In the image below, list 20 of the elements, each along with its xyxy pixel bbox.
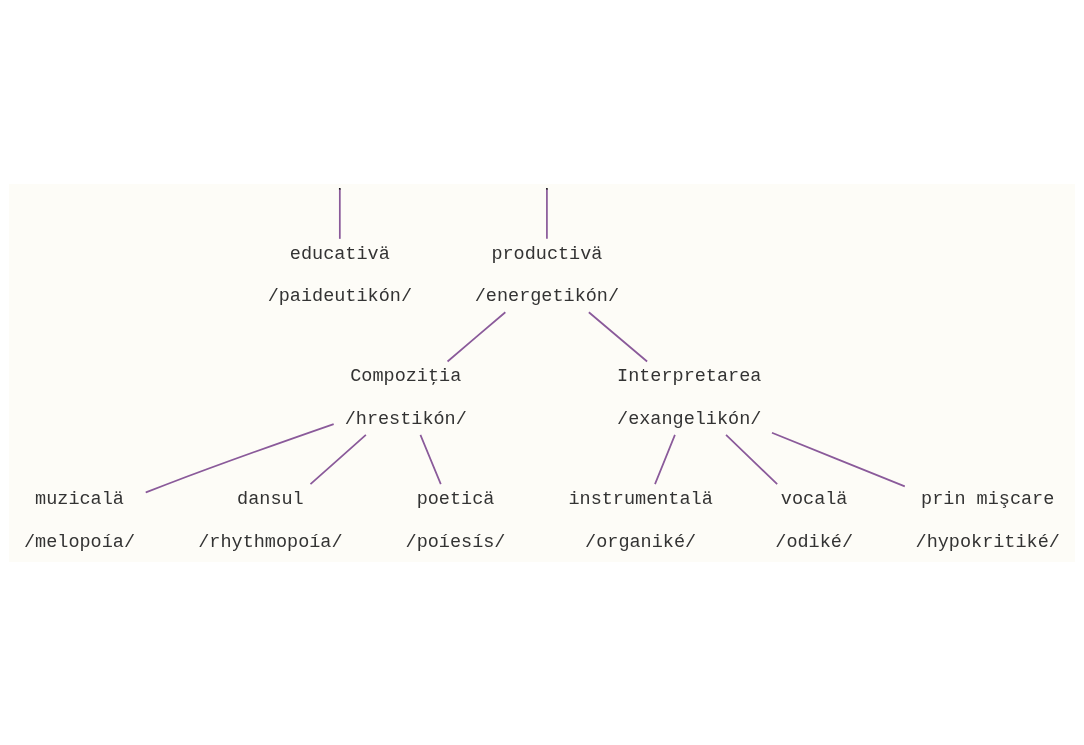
node-text: Interpretarea /exangelikón/ bbox=[617, 365, 762, 430]
connector bbox=[654, 433, 676, 485]
connector bbox=[725, 433, 779, 485]
connector bbox=[309, 433, 367, 485]
node-text: productivä /energetikón/ bbox=[474, 243, 620, 307]
connector bbox=[771, 431, 906, 487]
node-text: vocalä /odiké/ bbox=[775, 488, 854, 553]
node-text: Compoziţia /hrestikón/ bbox=[344, 365, 467, 430]
connector bbox=[446, 310, 507, 362]
node-text: poeticä /poíesís/ bbox=[405, 488, 506, 553]
node-text: educativä /paideutikón/ bbox=[267, 243, 412, 307]
connector bbox=[144, 422, 335, 493]
connector bbox=[546, 188, 548, 240]
node-text: instrumentalä /organiké/ bbox=[568, 488, 713, 553]
connector bbox=[588, 310, 648, 362]
connector bbox=[419, 433, 442, 485]
node-text: muzicalä /melopoía/ bbox=[23, 488, 136, 553]
node-text: dansul /rhythmopoía/ bbox=[198, 488, 343, 553]
connector bbox=[338, 188, 341, 240]
node-text: prin mişcare /hypokritiké/ bbox=[915, 488, 1060, 553]
